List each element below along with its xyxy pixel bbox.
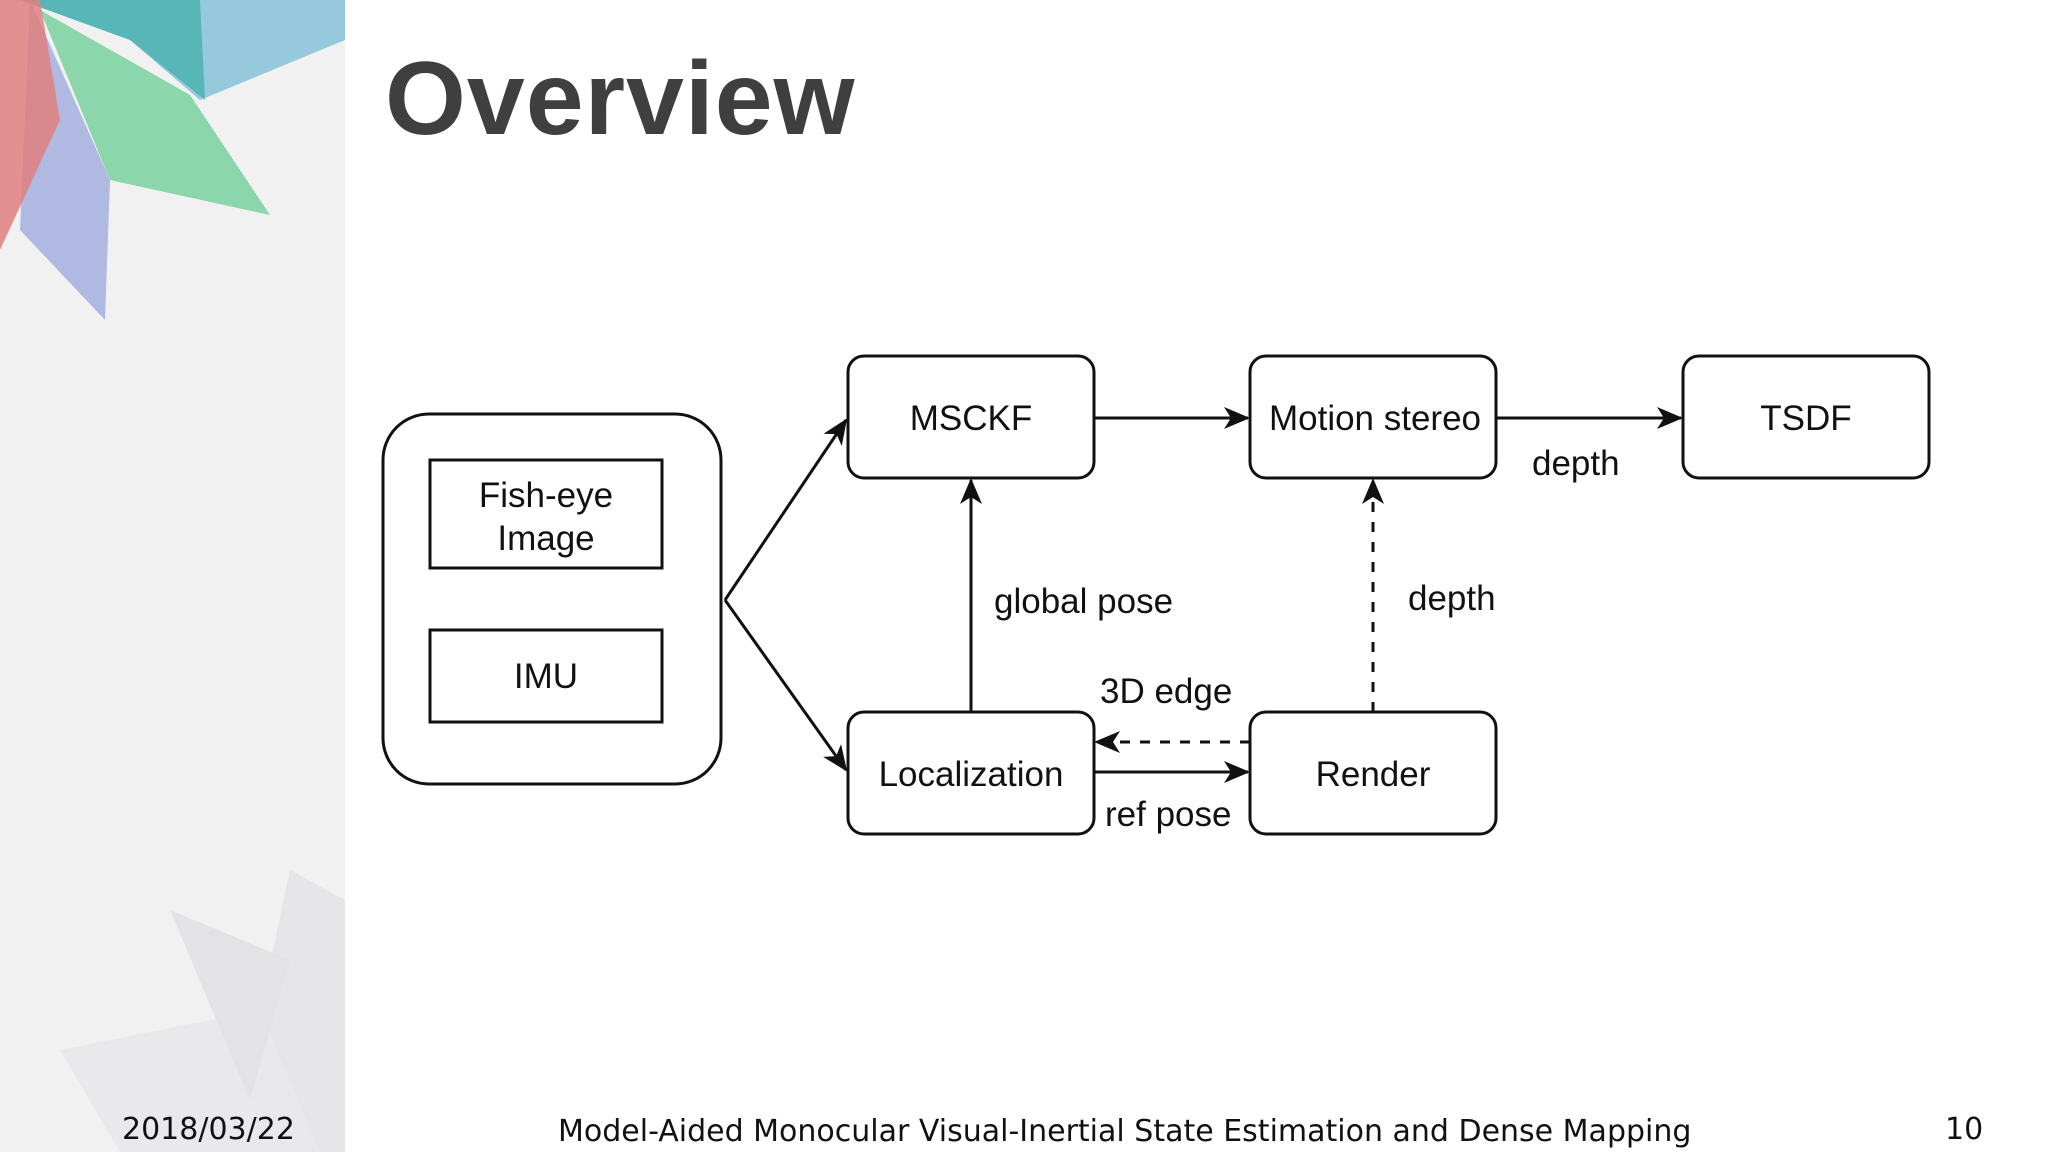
- page-number: 10: [1945, 1112, 1984, 1147]
- fisheye-label-line2: Image: [497, 519, 594, 558]
- edge-label-global-pose: global pose: [994, 582, 1173, 621]
- slide-title: Overview: [385, 41, 856, 157]
- motion-stereo-label: Motion stereo: [1269, 399, 1481, 438]
- motion-stereo-node: Motion stereo: [1248, 354, 1498, 480]
- render-node: Render: [1248, 710, 1498, 836]
- edge-sensors-to-localization: [723, 599, 848, 772]
- decorative-shapes: [0, 0, 345, 1152]
- tsdf-label: TSDF: [1760, 399, 1851, 438]
- tsdf-node: TSDF: [1681, 354, 1931, 480]
- fisheye-label-line1: Fish-eye: [479, 476, 613, 515]
- edge-sensors-to-msckf: [723, 418, 848, 601]
- localization-node: Localization: [846, 710, 1096, 836]
- decor-red-shard: [0, 0, 60, 250]
- render-label: Render: [1316, 755, 1431, 794]
- edge-label-ref-pose: ref pose: [1105, 795, 1231, 834]
- decor-green-shard: [40, 10, 270, 215]
- edge-label-3d-edge: 3D edge: [1100, 672, 1232, 711]
- edge-label-depth-top: depth: [1532, 444, 1620, 483]
- decor-teal-shard: [20, 0, 205, 100]
- fisheye-image-node: Fish-eye Image: [428, 458, 664, 570]
- localization-label: Localization: [879, 755, 1064, 794]
- imu-node: IMU: [428, 628, 664, 724]
- msckf-label: MSCKF: [910, 399, 1033, 438]
- edge-label-depth-dashed: depth: [1408, 579, 1496, 618]
- footer-date: 2018/03/22: [122, 1112, 295, 1147]
- footer-title: Model-Aided Monocular Visual-Inertial St…: [558, 1114, 1692, 1149]
- sidebar-decoration: [0, 0, 345, 1152]
- decor-grey-shard-3: [170, 910, 290, 1100]
- msckf-node: MSCKF: [846, 354, 1096, 480]
- imu-label: IMU: [514, 657, 578, 696]
- sensors-group-node: [381, 412, 723, 786]
